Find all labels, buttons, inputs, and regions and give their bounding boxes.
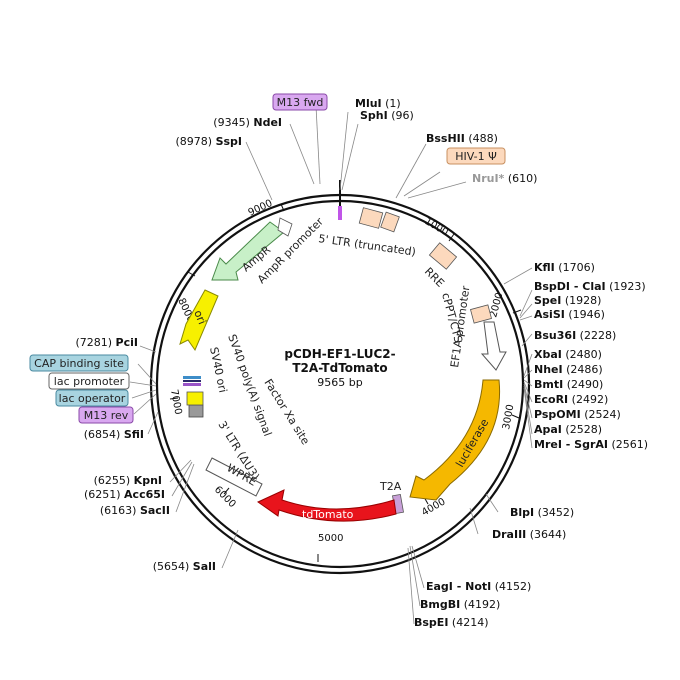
hiv1-psi-feature <box>358 207 384 229</box>
ef1a-promoter-arrow <box>480 321 507 371</box>
site-kpni: (6255) KpnI <box>94 474 162 487</box>
plasmid-size: 9565 bp <box>317 376 362 389</box>
site-bsshii: BssHII (488) <box>426 132 498 145</box>
site-acc65i: (6251) Acc65I <box>84 488 165 501</box>
sv40-ori-label: SV40 ori <box>207 346 229 394</box>
t2a-label: T2A <box>379 480 402 493</box>
site-leader-lines <box>129 105 533 625</box>
tick-1000: 1000 <box>423 216 451 238</box>
site-sacii: (6163) SacII <box>100 504 170 517</box>
site-bmti: BmtI (2490) <box>534 378 603 391</box>
tick-7000: 7000 <box>168 389 183 416</box>
site-nhei: NheI (2486) <box>534 363 603 376</box>
svg-text:lac promoter: lac promoter <box>54 375 125 388</box>
lac-operator-box: lac operator <box>55 389 129 407</box>
site-ndei: (9345) NdeI <box>213 116 282 129</box>
svg-text:lac operator: lac operator <box>59 392 126 405</box>
luciferase-arrow <box>409 379 501 501</box>
site-spei: SpeI (1928) <box>534 294 601 307</box>
site-apai: ApaI (2528) <box>534 423 602 436</box>
site-bsu36i: Bsu36I (2228) <box>534 329 616 342</box>
lac-bar-2 <box>183 380 201 382</box>
site-mlui: MluI (1) <box>355 97 401 110</box>
svg-text:CAP binding site: CAP binding site <box>34 357 124 370</box>
site-eagi: EagI - NotI (4152) <box>426 580 531 593</box>
m13-fwd-box: M13 fwd <box>272 93 328 111</box>
site-kfli: KflI (1706) <box>534 261 595 274</box>
tdtomato-arrow <box>257 489 397 522</box>
cppt-feature <box>470 304 492 324</box>
svg-text:M13 fwd: M13 fwd <box>277 96 324 109</box>
svg-text:M13 rev: M13 rev <box>84 409 129 422</box>
site-pcii: (7281) PciI <box>75 336 138 349</box>
plasmid-title-line1: pCDH-EF1-LUC2- <box>284 347 395 361</box>
lac-promoter-box: lac promoter <box>48 372 130 390</box>
ampr-promoter-feature <box>277 217 293 237</box>
hiv1-psi-box: HIV-1 Ψ <box>446 147 506 165</box>
site-draiii: DraIII (3644) <box>492 528 566 541</box>
tick-6000: 6000 <box>212 484 238 510</box>
rre-feature <box>428 242 458 270</box>
lac-bar-1 <box>183 376 201 379</box>
ori-arrow <box>179 289 219 352</box>
tdtomato-label: tdTomato <box>302 508 354 521</box>
tick-3000: 3000 <box>501 404 516 431</box>
ltr5-label: 5' LTR (truncated) <box>318 232 417 259</box>
tick-marks <box>169 203 522 562</box>
site-sspi: (8978) SspI <box>175 135 242 148</box>
factorxa-label: Factor Xa site <box>261 377 312 448</box>
site-pspomi: PspOMI (2524) <box>534 408 621 421</box>
rre-label: RRE <box>422 265 447 290</box>
tick-5000: 5000 <box>318 533 343 544</box>
ltr-small-feature <box>380 211 400 233</box>
site-sali: (5654) SalI <box>153 560 216 573</box>
site-mrei: MreI - SgrAI (2561) <box>534 438 648 451</box>
svg-text:HIV-1 Ψ: HIV-1 Ψ <box>455 150 497 163</box>
site-ecori: EcoRI (2492) <box>534 393 608 406</box>
plasmid-title-line2: T2A-TdTomato <box>292 361 387 375</box>
ltr3-feature <box>188 404 204 418</box>
site-nrui: NruI* (610) <box>472 172 537 185</box>
site-blpi: BlpI (3452) <box>510 506 574 519</box>
ori-label: ori <box>191 308 208 326</box>
site-bspdi: BspDI - ClaI (1923) <box>534 280 646 293</box>
site-sfii: (6854) SfiI <box>84 428 144 441</box>
m13-rev-box: M13 rev <box>78 406 134 424</box>
site-bspei: BspEI (4214) <box>414 616 489 629</box>
wpre-feature <box>205 457 263 497</box>
ltr5-marker <box>338 206 342 220</box>
ampr-arrow <box>211 221 285 281</box>
site-asisi: AsiSI (1946) <box>534 308 605 321</box>
site-sphi: SphI (96) <box>360 109 414 122</box>
lac-bar-3 <box>183 383 201 386</box>
sv40-polya-feature <box>186 391 204 406</box>
site-bmgbi: BmgBI (4192) <box>420 598 500 611</box>
cap-binding-site-box: CAP binding site <box>29 354 129 372</box>
site-xbai: XbaI (2480) <box>534 348 602 361</box>
